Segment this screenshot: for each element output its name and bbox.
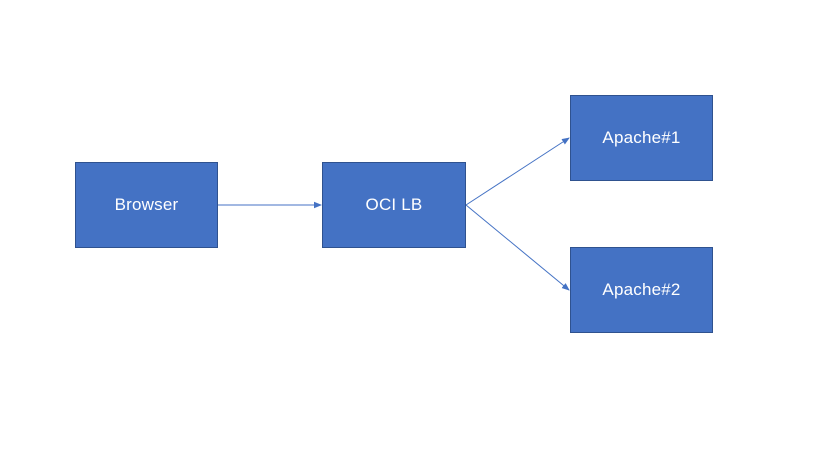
node-apache-2: Apache#2 [570,247,713,333]
node-oci-lb-label: OCI LB [365,195,423,214]
node-browser: Browser [75,162,218,248]
node-browser-label: Browser [114,195,179,214]
node-oci-lb: OCI LB [322,162,466,248]
edge-ocilb-to-apache2 [465,204,570,291]
node-apache-1-label: Apache#1 [602,128,681,147]
node-apache-1: Apache#1 [570,95,713,181]
edge-ocilb-to-apache1 [465,137,570,206]
node-apache-2-label: Apache#2 [602,280,681,299]
